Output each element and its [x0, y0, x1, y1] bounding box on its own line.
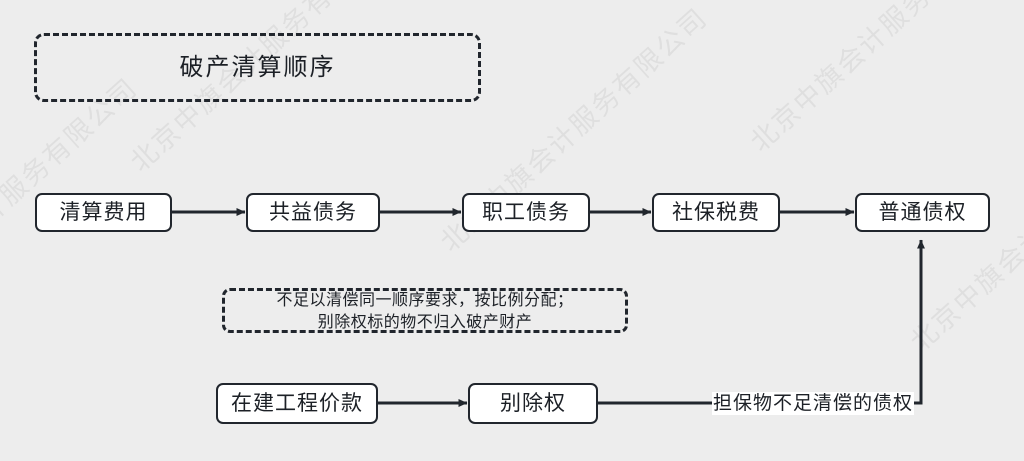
node-label: 在建工程价款 [231, 391, 363, 416]
node-employee-debts[interactable]: 职工债务 [462, 193, 590, 232]
arrow-separation-right-to-ordinary [598, 239, 925, 405]
node-label: 清算费用 [59, 200, 148, 225]
node-right-of-separation[interactable]: 别除权 [468, 383, 598, 424]
note-line-1: 不足以清偿同一顺序要求，按比例分配； [276, 289, 574, 309]
node-construction-project-payment[interactable]: 在建工程价款 [216, 383, 378, 424]
node-label: 职工债务 [482, 200, 570, 225]
note-line-2: 别除权标的物不归入破产财产 [317, 311, 533, 331]
note-box: 不足以清偿同一顺序要求，按比例分配； 别除权标的物不归入破产财产 [222, 288, 628, 333]
node-ordinary-claims[interactable]: 普通债权 [855, 193, 990, 232]
edge-label-collateral-shortfall-claim: 担保物不足清偿的债权 [712, 392, 915, 415]
node-social-security-and-tax[interactable]: 社保税费 [652, 193, 780, 232]
node-label: 社保税费 [672, 200, 760, 225]
node-label: 别除权 [500, 391, 566, 416]
node-label: 普通债权 [878, 200, 967, 225]
node-liquidation-expenses[interactable]: 清算费用 [35, 193, 172, 232]
node-common-benefit-debts[interactable]: 共益债务 [246, 193, 380, 232]
title-box: 破产清算顺序 [34, 33, 481, 102]
node-label: 共益债务 [269, 200, 357, 225]
title-box-label: 破产清算顺序 [179, 53, 336, 82]
